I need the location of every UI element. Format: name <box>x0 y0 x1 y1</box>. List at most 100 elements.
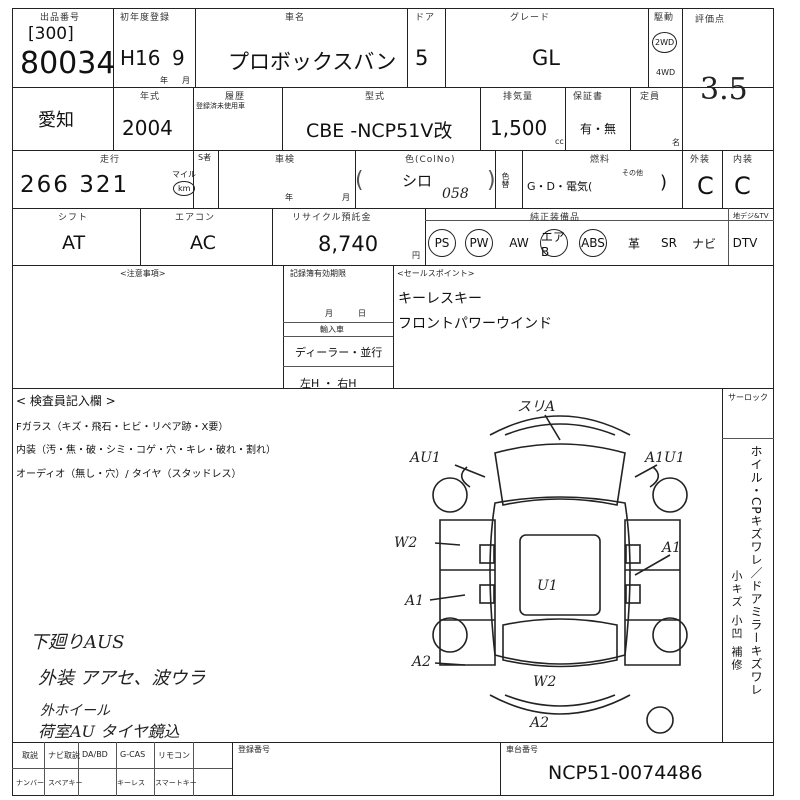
lot-code: [300] <box>28 24 74 44</box>
equipment-3: エアB <box>540 229 568 259</box>
inspection-label: 車検 <box>275 155 296 165</box>
history-label: 履歴 <box>225 92 246 102</box>
grade-value: GL <box>532 46 560 70</box>
shift-label: シフト <box>58 213 89 223</box>
mark-front-right: A1U1 <box>645 450 685 466</box>
mark-roof: U1 <box>537 578 558 594</box>
color-value: シロ <box>402 172 433 190</box>
color-change-label: 色替 <box>501 172 510 188</box>
sunroof-label: サーロック <box>728 393 768 402</box>
drive-2wd: 2WD <box>652 32 678 53</box>
equipment-5: 革 <box>627 236 640 251</box>
equipment-7: ナビ <box>691 236 716 251</box>
recycle-unit: 円 <box>412 251 420 260</box>
car-damage-diagram <box>429 414 688 734</box>
equipment-6: SR <box>661 236 677 250</box>
first-reg-month-unit: 月 <box>182 76 190 85</box>
model-value: CBE -NCP51V改 <box>306 120 453 142</box>
km-unit: km <box>173 181 196 196</box>
mark-right-door: A1 <box>662 540 682 556</box>
equipment-4: ABS <box>579 229 607 257</box>
warranty-value: 有・無 <box>580 122 617 136</box>
hand-note-1: 下廻りAUS <box>30 632 125 653</box>
exterior-label: 外装 <box>690 155 711 165</box>
equipment-8: DTV <box>732 236 758 250</box>
first-reg-era: H16 <box>120 46 161 70</box>
inspection-year: 年 <box>285 193 293 202</box>
handle-side: 左H ・ 右H <box>300 377 357 390</box>
drive-label: 駆動 <box>654 13 675 23</box>
chassis-label: 車台番号 <box>506 745 538 754</box>
recycle-label: リサイクル預託金 <box>292 213 372 223</box>
equipment-2: AW <box>509 236 529 250</box>
option-2: DA/BD <box>82 750 108 759</box>
inspection-line-2: 内装（汚・焦・破・シミ・コゲ・穴・キレ・破れ・割れ） <box>16 445 276 456</box>
warranty-label: 保証書 <box>573 92 604 102</box>
exchange-label: S者 <box>198 153 212 162</box>
score-value: 3.5 <box>700 72 748 107</box>
cc-label: 排気量 <box>503 92 534 102</box>
history-sub: 登録済未使用車 <box>196 102 245 110</box>
region: 愛知 <box>38 110 74 131</box>
fuel-other: その他 <box>622 169 643 177</box>
sales-point-1: キーレスキー <box>398 291 482 307</box>
drive-4wd: 4WD <box>656 68 676 77</box>
mileage-label: 走行 <box>100 155 121 165</box>
aircon-label: エアコン <box>175 213 216 223</box>
option-0: 取説 <box>22 751 38 760</box>
mark-front: スリA <box>517 399 556 415</box>
lot-label: 出品番号 <box>40 13 81 23</box>
grade-label: グレード <box>510 13 551 23</box>
record-month: 月 <box>325 309 333 318</box>
option-4: リモコン <box>158 751 190 760</box>
interior-label: 内装 <box>733 155 754 165</box>
color-label: 色(ColNo) <box>405 155 456 165</box>
inspection-month: 月 <box>342 193 350 202</box>
equipment-0: PS <box>428 229 456 257</box>
inspection-line-1: Fガラス（キズ・飛石・ヒビ・リペア跡・X要） <box>16 422 229 433</box>
first-reg-year-unit: 年 <box>160 76 168 85</box>
sales-point-2: フロントパワーウインド <box>398 316 552 332</box>
car-name: プロボックスバン <box>228 50 397 74</box>
notes-label: <注意事項> <box>120 269 166 278</box>
option-1: ナビ取説 <box>48 751 80 760</box>
hand-note-2: 外装 アアセ、波ウラ <box>38 668 206 689</box>
inspection-title: < 検査員記入欄 > <box>16 394 116 408</box>
cc-value: 1,500 <box>490 116 548 140</box>
mark-left-rear-door: A1 <box>405 593 425 609</box>
capacity-label: 定員 <box>640 92 661 102</box>
exterior-value: C <box>697 172 714 200</box>
import-label: 輸入車 <box>320 325 344 334</box>
fuel-value: G・D・電気( <box>527 180 593 193</box>
year-label: 年式 <box>140 92 161 102</box>
door-label: ドア <box>415 13 436 23</box>
sales-label: <セールスポイント> <box>397 269 475 278</box>
model-label: 型式 <box>365 92 386 102</box>
shift-value: AT <box>62 232 86 254</box>
side-notes-small: 小キズ 小凹 補修 <box>730 570 743 672</box>
first-reg-month: 9 <box>172 46 185 70</box>
option2-0: ナンバー <box>16 779 44 787</box>
fuel-close: ) <box>660 172 668 193</box>
equipment-1: PW <box>465 229 493 257</box>
option2-2: キーレス <box>117 779 145 787</box>
dtv-label: 地デジ&TV <box>733 212 769 220</box>
fuel-label: 燃料 <box>590 155 611 165</box>
option2-3: スマートキー <box>155 779 197 787</box>
year-value: 2004 <box>122 116 173 140</box>
sheet-frame <box>12 8 774 796</box>
doors-value: 5 <box>415 46 429 70</box>
reg-number-label: 登録番号 <box>238 745 270 754</box>
interior-value: C <box>734 172 751 200</box>
record-day: 日 <box>358 309 366 318</box>
hand-note-3: 外ホイール <box>40 703 110 719</box>
lot-number: 80034 <box>20 46 116 81</box>
recycle-value: 8,740 <box>318 232 379 256</box>
score-label: 評価点 <box>695 15 726 25</box>
option2-1: スペアキー <box>48 779 83 787</box>
import-type: ディーラー・並行 <box>295 346 383 359</box>
mark-left-front-door: W2 <box>394 535 418 551</box>
inspection-line-3: オーディオ（無し・穴）/ タイヤ（スタッドレス） <box>16 469 242 480</box>
equipment-label: 純正装備品 <box>530 213 581 223</box>
